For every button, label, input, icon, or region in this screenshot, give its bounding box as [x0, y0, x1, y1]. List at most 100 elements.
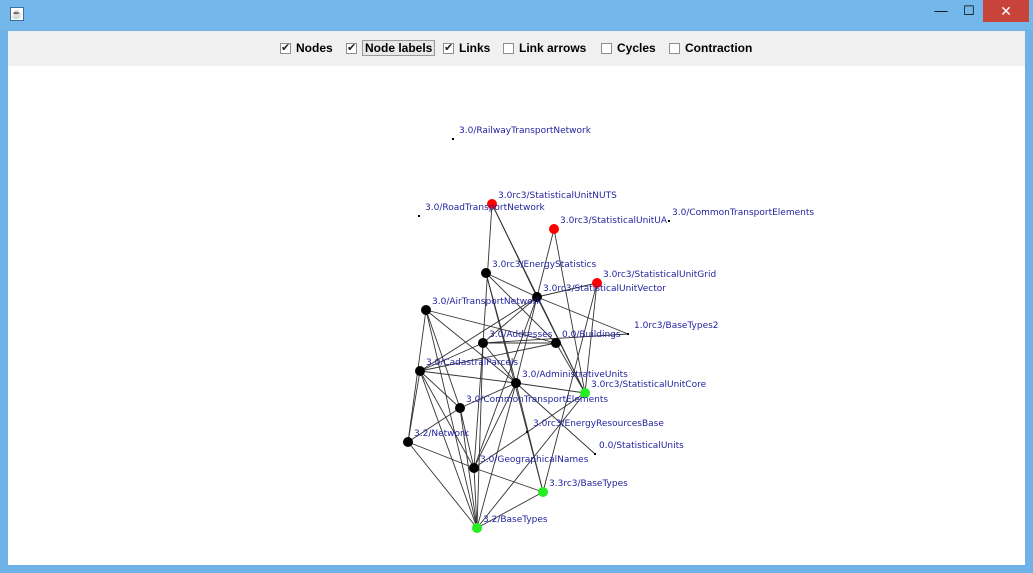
graph-edge — [473, 342, 484, 469]
graph-edge — [407, 309, 427, 443]
cycles-checkbox[interactable]: Cycles — [601, 40, 656, 56]
main-panel: Nodes Node labels Links Link arrows Cycl… — [8, 31, 1025, 565]
checkbox-box[interactable] — [346, 41, 357, 54]
graph-node[interactable] — [403, 437, 413, 447]
graph-edge — [536, 296, 629, 335]
graph-node-label: 3.0/AirTransportNetwork — [432, 297, 542, 307]
graph-node[interactable] — [415, 366, 425, 376]
graph-node[interactable] — [487, 199, 497, 209]
graph-node-label: 3.0rc3/StatisticalUnitCore — [591, 380, 707, 390]
graph-node-dot[interactable] — [418, 215, 420, 217]
graph-edge — [515, 382, 544, 493]
graph-node-dot[interactable] — [526, 431, 528, 433]
graph-node-label: 3.0/GeographicalNames — [480, 455, 589, 465]
graph-edge — [419, 296, 538, 372]
graph-edge — [584, 282, 598, 394]
minimize-button[interactable]: — — [934, 3, 948, 18]
graph-edge — [473, 392, 586, 469]
options-toolbar: Nodes Node labels Links Link arrows Cycl… — [8, 31, 1025, 66]
java-cup-icon: ☕ — [10, 7, 24, 21]
graph-node[interactable] — [472, 523, 482, 533]
graph-node-label: 3.0/CadastralParcels — [426, 358, 518, 368]
graph-edge — [425, 309, 478, 529]
graph-node-label: 3.0/CommonTransportElements — [672, 208, 814, 218]
nodes-checkbox[interactable]: Nodes — [280, 40, 333, 56]
graph-node-label: 3.2/BaseTypes — [483, 515, 548, 525]
graph-edge — [407, 441, 475, 469]
graph-edge — [459, 407, 475, 469]
graph-edge — [476, 382, 517, 529]
graph-node[interactable] — [538, 487, 548, 497]
title-bar: ☕ — ☐ ✕ — [0, 0, 1033, 30]
graph-edge — [476, 392, 586, 529]
graph-edge — [419, 370, 475, 469]
graph-node-label: 3.3rc3/BaseTypes — [549, 479, 628, 489]
graph-node-label: 3.0/AdministrativeUnits — [522, 370, 628, 380]
node-labels-label: Node labels — [362, 40, 436, 56]
contraction-checkbox[interactable]: Contraction — [669, 40, 752, 56]
graph-edge — [515, 382, 596, 455]
graph-edge — [425, 309, 557, 344]
graph-node-label: 3.0rc3/StatisticalUnitUA — [560, 216, 668, 226]
graph-edge — [536, 296, 586, 394]
graph-edge — [407, 370, 421, 443]
graph-node-label: 3.0/CommonTransportElements — [466, 395, 608, 405]
checkbox-box[interactable] — [503, 42, 514, 54]
graph-node-dot[interactable] — [452, 138, 454, 140]
graph-edge — [459, 407, 478, 529]
graph-edge — [515, 382, 586, 394]
graph-node[interactable] — [478, 338, 488, 348]
graph-nodes — [403, 138, 670, 533]
graph-edge — [407, 441, 478, 529]
graph-edge — [482, 342, 517, 384]
graph-node-dot[interactable] — [594, 453, 596, 455]
graph-edge — [425, 309, 517, 384]
links-checkbox[interactable]: Links — [443, 40, 490, 56]
checkbox-box[interactable] — [601, 42, 612, 54]
graph-edge — [476, 491, 544, 529]
maximize-button[interactable]: ☐ — [963, 3, 975, 18]
graph-edge — [473, 382, 517, 469]
graph-edges — [407, 203, 629, 529]
graph-edge — [419, 342, 557, 372]
graph-node-label: 3.0/Addresses — [489, 330, 553, 340]
graph-node[interactable] — [580, 388, 590, 398]
graph-edge — [419, 342, 484, 372]
graph-node[interactable] — [469, 463, 479, 473]
graph-node-dot[interactable] — [668, 220, 670, 222]
graph-edge — [473, 467, 478, 529]
checkbox-box[interactable] — [669, 42, 680, 54]
links-label: Links — [459, 41, 491, 55]
dependency-graph[interactable]: 3.0/RailwayTransportNetwork3.0/RoadTrans… — [8, 66, 1025, 565]
graph-node[interactable] — [549, 224, 559, 234]
graph-edge — [419, 370, 478, 529]
graph-node-label: 3.0rc3/StatisticalUnitNUTS — [498, 191, 617, 201]
checkbox-box[interactable] — [280, 41, 291, 54]
graph-node-label: 3.0rc3/StatisticalUnitGrid — [603, 270, 716, 280]
graph-node[interactable] — [511, 378, 521, 388]
graph-node[interactable] — [551, 338, 561, 348]
graph-edge — [459, 382, 517, 409]
node-labels-checkbox[interactable]: Node labels — [346, 40, 436, 56]
graph-edge — [476, 342, 484, 529]
graph-edge — [536, 228, 555, 298]
graph-node[interactable] — [592, 278, 602, 288]
graph-node-label: 0.0/StatisticalUnits — [599, 441, 684, 451]
graph-node-label: 1.0rc3/BaseTypes2 — [634, 321, 719, 331]
graph-node[interactable] — [455, 403, 465, 413]
link-arrows-checkbox[interactable]: Link arrows — [503, 40, 586, 56]
graph-edge — [473, 467, 544, 493]
graph-node[interactable] — [481, 268, 491, 278]
close-button[interactable]: ✕ — [983, 0, 1029, 22]
graph-edge — [555, 342, 586, 394]
graph-node-dot[interactable] — [627, 333, 629, 335]
graph-edge — [425, 309, 461, 409]
graph-node[interactable] — [532, 292, 542, 302]
graph-edge — [485, 272, 557, 344]
graph-node-label: 3.0rc3/StatisticalUnitVector — [543, 284, 666, 294]
graph-node-label: 0.0/Buildings — [562, 330, 621, 340]
checkbox-box[interactable] — [443, 41, 454, 54]
graph-edge — [419, 370, 461, 409]
graph-node[interactable] — [421, 305, 431, 315]
graph-node-label: 3.0rc3/EnergyStatistics — [492, 260, 596, 270]
